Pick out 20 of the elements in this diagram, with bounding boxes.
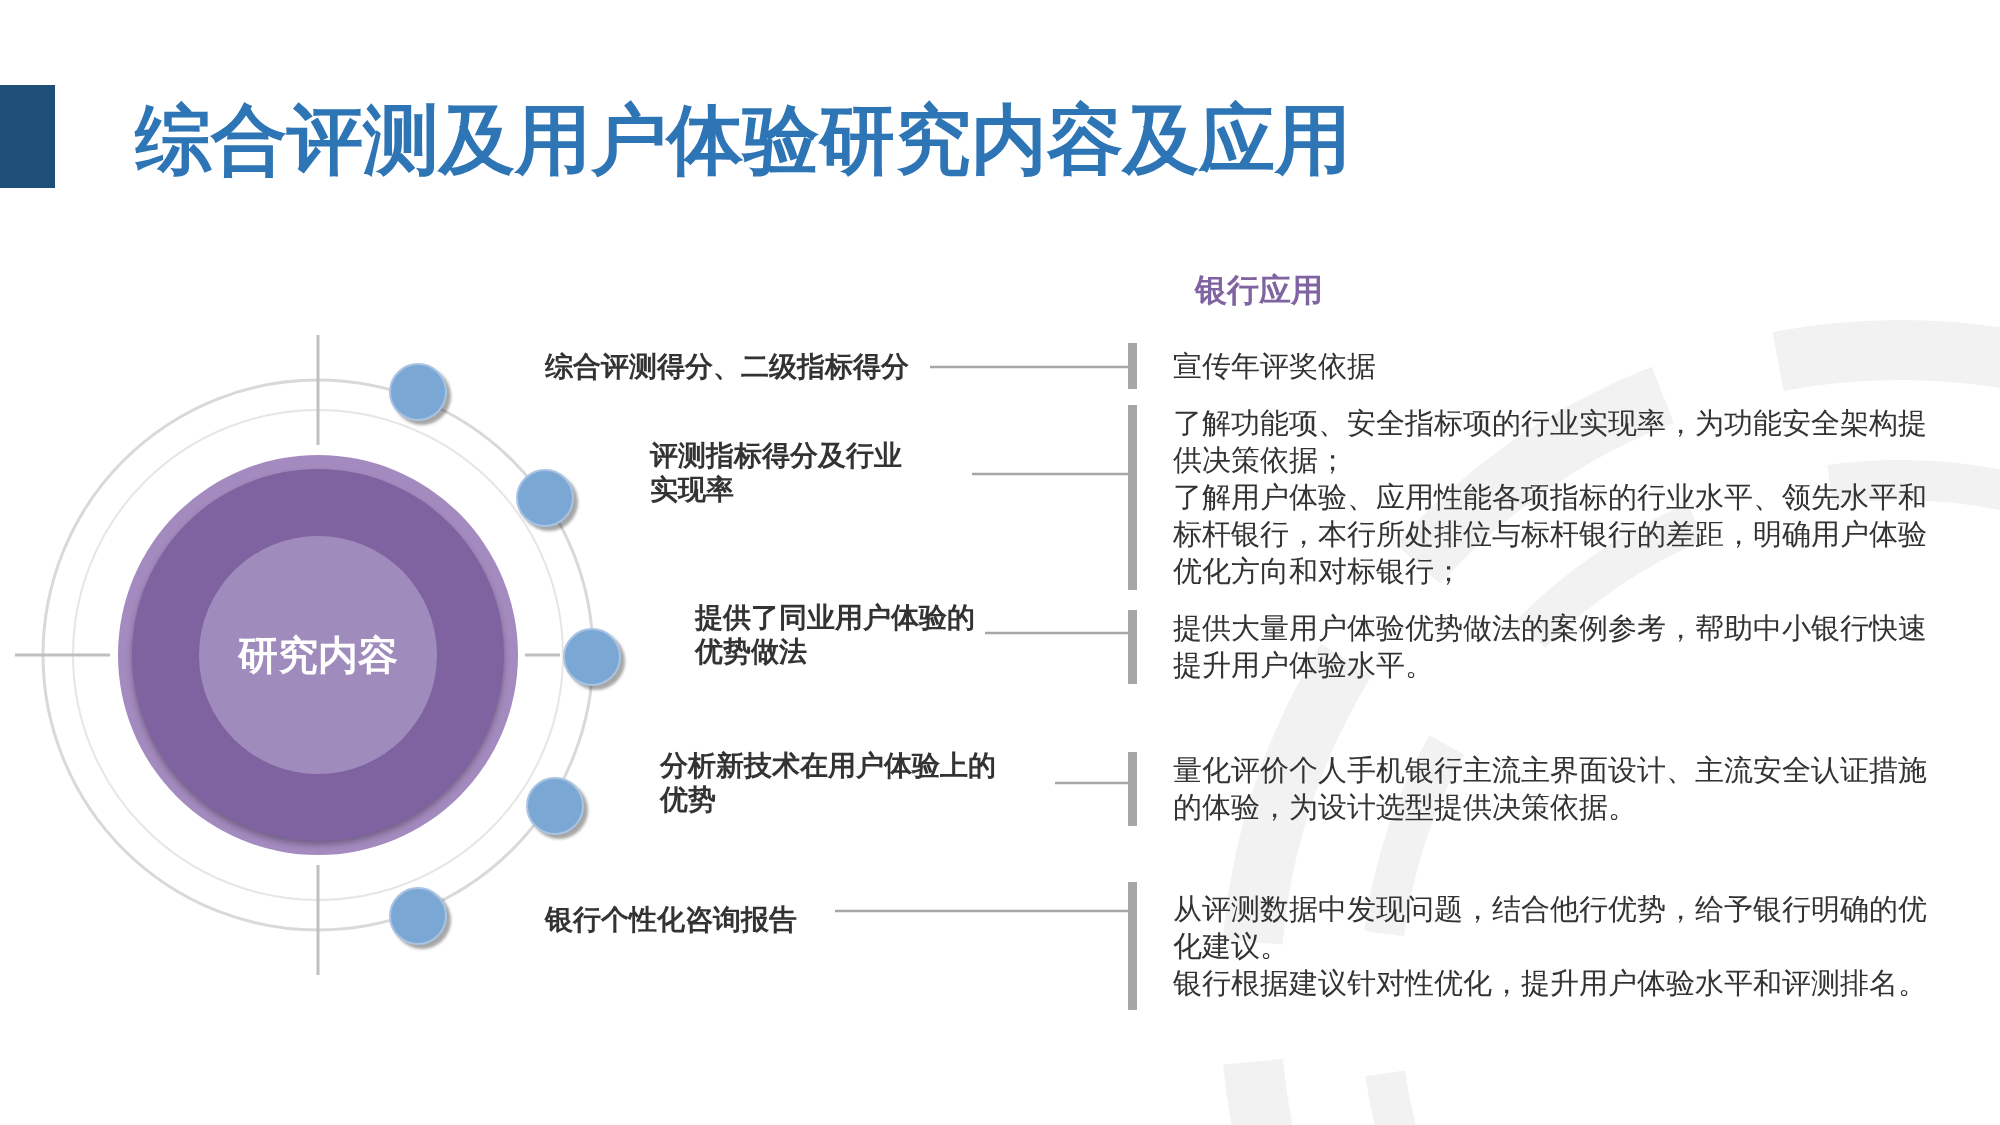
research-item: 评测指标得分及行业实现率 [650, 439, 903, 507]
research-item: 银行个性化咨询报告 [545, 903, 798, 937]
application-text: 宣传年评奖依据 [1173, 348, 1377, 384]
application-text: 了解功能项、安全指标项的行业实现率，为功能安全架构提供决策依据； [1173, 406, 1928, 478]
research-item: 综合评测得分、二级指标得分 [545, 350, 910, 384]
application-text: 银行根据建议针对性优化，提升用户体验水平和评测排名。 [1173, 965, 1928, 1001]
connector-line [1055, 781, 1128, 785]
center-label: 研究内容 [238, 632, 398, 679]
application-text: 提供大量用户体验优势做法的案例参考，帮助中小银行快速提升用户体验水平。 [1173, 611, 1928, 683]
title: 综合评测及用户体验研究内容及应用 [135, 96, 1351, 184]
connector-line [985, 631, 1128, 635]
connector-line [835, 909, 1128, 913]
connector-line [930, 365, 1128, 369]
research-item: 分析新技术在用户体验上的优势 [660, 749, 997, 817]
application-text: 了解用户体验、应用性能各项指标的行业水平、领先水平和标杆银行，本行所处排位与标杆银行的差距，明确用户体验优化方向和对标银行； [1173, 480, 1928, 589]
column-heading: 银行应用 [1195, 271, 1323, 310]
connector-line [972, 472, 1128, 476]
application-text: 量化评价个人手机银行主流主界面设计、主流安全认证措施的体验，为设计选型提供决策依据。 [1173, 753, 1928, 825]
research-item: 提供了同业用户体验的优势做法 [695, 601, 976, 669]
application-text: 从评测数据中发现问题，结合他行优势，给予银行明确的优化建议。 [1173, 891, 1928, 964]
